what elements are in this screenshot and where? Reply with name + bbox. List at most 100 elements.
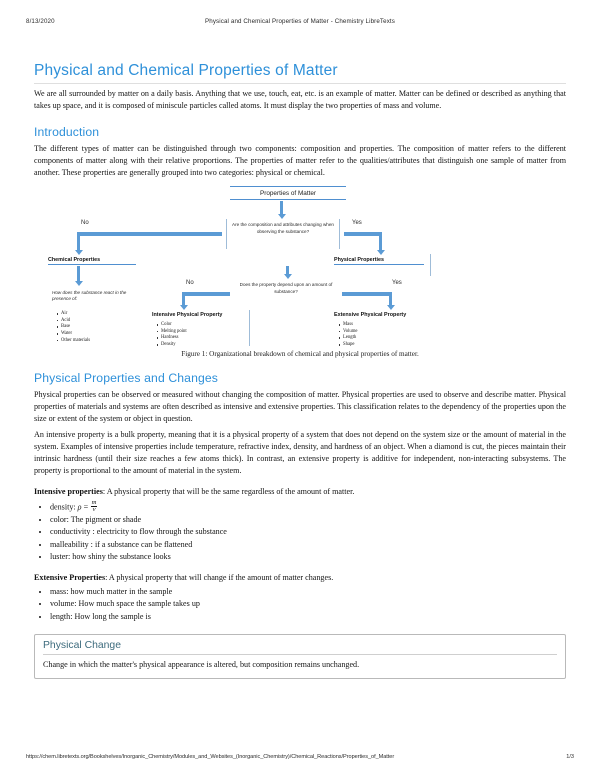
density-denominator: v <box>92 506 96 514</box>
malleability-term: malleability : <box>50 539 95 549</box>
luster-term: luster: <box>50 552 73 561</box>
extensive-properties-list: mass: how much matter in the sample volu… <box>34 586 566 623</box>
list-item: Hardness <box>156 335 244 342</box>
print-date: 8/13/2020 <box>26 18 55 25</box>
density-symbol: ρ <box>77 502 82 512</box>
flow-divider-left <box>226 219 227 250</box>
footer-url: https://chem.libretexts.org/Bookshelves/… <box>26 754 395 760</box>
flow-arrow-physical-head <box>283 274 292 280</box>
flow-intensive-heading: Intensive Physical Property <box>152 312 223 319</box>
section-heading-introduction: Introduction <box>34 124 100 139</box>
list-item: Shape <box>338 342 430 349</box>
conductivity-text: electricity to flow through the substanc… <box>96 527 227 537</box>
flow-arrow-root-stem <box>280 201 284 216</box>
properties-flowchart: Properties of Matter Are the composition… <box>34 186 566 349</box>
flow-divider-intensive <box>249 310 250 347</box>
list-item-volume: volume: How much space the sample takes … <box>50 598 566 610</box>
flow-physical-branch-label-yes: Yes <box>392 280 402 287</box>
intensive-properties-list: density: ρ = mv color: The pigment or sh… <box>34 498 566 564</box>
flow-chemical-item-list: Air Acid Base Water Other materials <box>56 311 136 344</box>
flow-physical-properties-heading: Physical Properties <box>334 257 424 266</box>
flow-arrow-root-head <box>277 214 286 220</box>
flow-arrow-intensive-horizontal <box>182 292 230 296</box>
flow-chemical-properties-heading: Chemical Properties <box>48 257 136 266</box>
list-item-malleability: malleability : if a substance can be fla… <box>50 539 566 551</box>
density-equals: = <box>81 502 91 512</box>
conductivity-term: conductivity : <box>50 527 97 537</box>
section-heading-physical-properties: Physical Properties and Changes <box>34 371 218 386</box>
list-item: Mass <box>338 322 430 329</box>
list-item: Color <box>156 322 244 329</box>
extensive-properties-lead: Extensive Properties: A physical propert… <box>34 572 566 584</box>
color-term: color: <box>50 515 71 525</box>
flow-chemical-question: How does the substance react in the pres… <box>52 290 127 302</box>
flow-divider-right <box>339 219 340 250</box>
density-numerator: m <box>90 498 98 508</box>
flow-arrow-yes-head <box>376 250 385 256</box>
physical-properties-paragraph-1: Physical properties can be observed or m… <box>34 390 566 424</box>
flow-divider-physical <box>430 254 431 277</box>
flow-arrow-intensive-head <box>179 305 188 311</box>
flow-arrow-no-vertical <box>77 232 81 252</box>
list-item-luster: luster: how shiny the substance looks <box>50 551 566 563</box>
list-item-mass: mass: how much matter in the sample <box>50 586 566 598</box>
flow-arrow-chemical-stem <box>77 266 81 283</box>
print-page-title: Physical and Chemical Properties of Matt… <box>205 18 395 25</box>
list-item: Acid <box>56 318 136 325</box>
flow-branch-label-yes: Yes <box>352 220 362 227</box>
density-term: density: <box>50 502 78 512</box>
flow-arrow-no-horizontal <box>77 232 222 236</box>
flow-intensive-item-list: Color Melting point Hardness Density <box>156 322 244 349</box>
list-item: Volume <box>338 329 430 336</box>
print-footer: https://chem.libretexts.org/Bookshelves/… <box>26 754 574 764</box>
list-item-conductivity: conductivity : electricity to flow throu… <box>50 526 566 538</box>
list-item: Melting point <box>156 329 244 336</box>
flow-extensive-heading: Extensive Physical Property <box>334 312 407 319</box>
flow-arrow-physical-stem <box>286 266 290 276</box>
color-text: The pigment or shade <box>70 515 142 525</box>
list-item: Water <box>56 331 136 338</box>
intensive-properties-label: Intensive properties <box>34 486 103 496</box>
intro-paragraph: We are all surrounded by matter on a dai… <box>34 89 566 110</box>
callout-body: Change in which the matter's physical ap… <box>43 660 360 670</box>
intensive-properties-lead: Intensive properties: A physical propert… <box>34 486 566 498</box>
list-item: Air <box>56 311 136 318</box>
physical-change-callout: Physical Change Change in which the matt… <box>34 634 566 679</box>
flow-question-1: Are the composition and attributes chang… <box>232 222 334 234</box>
list-item-color: color: The pigment or shade <box>50 514 566 526</box>
figure-caption: Figure 1: Organizational breakdown of ch… <box>181 350 419 359</box>
list-item: Length <box>338 335 430 342</box>
document-content: Physical and Chemical Properties of Matt… <box>34 62 566 679</box>
flow-question-2: Does the property depend upon an amount … <box>239 282 333 294</box>
physical-properties-paragraph-2: An intensive property is a bulk property… <box>34 430 566 475</box>
flow-arrow-no-head <box>74 250 83 256</box>
flow-root-properties-of-matter: Properties of Matter <box>230 186 346 201</box>
list-item-length: length: How long the sample is <box>50 611 566 623</box>
figure-1: Properties of Matter Are the composition… <box>34 186 566 358</box>
flow-arrow-intensive-vertical <box>182 292 186 307</box>
list-item: Other materials <box>56 338 136 345</box>
flow-arrow-extensive-vertical <box>389 292 393 307</box>
flow-arrow-extensive-head <box>386 305 395 311</box>
flow-arrow-chemical-head <box>74 281 83 287</box>
flow-extensive-item-list: Mass Volume Length Shape <box>338 322 430 349</box>
luster-text: how shiny the substance looks <box>72 552 171 561</box>
extensive-properties-label: Extensive Properties <box>34 573 106 583</box>
extensive-properties-definition: : A physical property that will change i… <box>105 573 334 583</box>
list-item: Density <box>156 342 244 349</box>
print-header: 8/13/2020 Physical and Chemical Properti… <box>26 18 574 28</box>
flow-physical-branch-label-no: No <box>186 280 194 287</box>
flow-arrow-extensive-horizontal <box>342 292 392 296</box>
flow-arrow-yes-horizontal <box>344 232 382 236</box>
footer-page-number: 1/3 <box>566 754 574 760</box>
list-item-density: density: ρ = mv <box>50 498 566 515</box>
intensive-properties-definition: : A physical property that will be the s… <box>102 486 355 496</box>
flow-branch-label-no: No <box>81 220 89 227</box>
callout-title: Physical Change <box>43 640 557 656</box>
flow-arrow-yes-vertical <box>379 232 383 252</box>
page-title: Physical and Chemical Properties of Matt… <box>34 62 566 84</box>
malleability-text: if a substance can be flattened <box>94 539 193 549</box>
introduction-paragraph: The different types of matter can be dis… <box>34 143 566 177</box>
list-item: Base <box>56 324 136 331</box>
